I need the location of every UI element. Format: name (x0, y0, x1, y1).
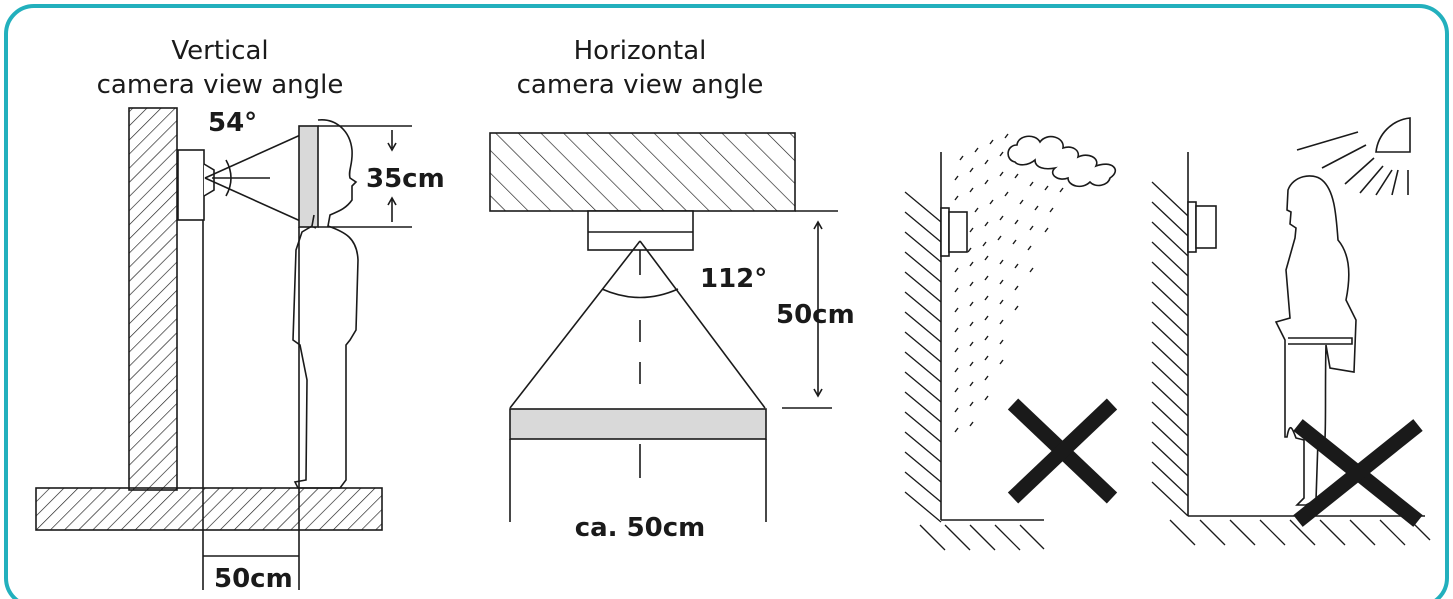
vertical-distance-label: 50cm (214, 564, 293, 594)
sun-icon (1375, 117, 1411, 153)
outer-border (4, 4, 1449, 599)
sun-warning-panel (1151, 117, 1431, 546)
horizontal-width-label: ca. 50cm (574, 513, 706, 543)
horizontal-distance-label: 50cm (776, 300, 855, 330)
rain-drops (954, 133, 1064, 433)
vertical-angle-label: 54° (208, 108, 258, 138)
horizontal-title-line1: Horizontal (573, 36, 707, 66)
camera-unit-sun (1187, 201, 1197, 253)
floor (35, 487, 383, 531)
vertical-title-line1: Vertical (171, 36, 269, 66)
cross-icon (1293, 419, 1423, 527)
rain-cloud-icon (1007, 135, 1116, 188)
cross-icon (1007, 398, 1118, 504)
camera-unit-top (587, 210, 694, 251)
wall-top-view (489, 132, 796, 212)
face-zone (298, 125, 319, 228)
camera-unit (177, 149, 205, 221)
horizontal-view-panel (489, 132, 838, 522)
vertical-view-panel (35, 107, 412, 590)
rain-warning-panel (904, 133, 1118, 551)
horizontal-angle-label: 112° (700, 264, 768, 294)
wall (128, 107, 178, 491)
camera-unit-rain (940, 207, 950, 257)
person-silhouette (292, 119, 359, 489)
horizontal-title-line2: camera view angle (516, 70, 764, 100)
vertical-height-label: 35cm (366, 164, 445, 194)
person-woman (1274, 175, 1357, 506)
vertical-title-line2: camera view angle (96, 70, 344, 100)
target-zone (509, 408, 767, 440)
